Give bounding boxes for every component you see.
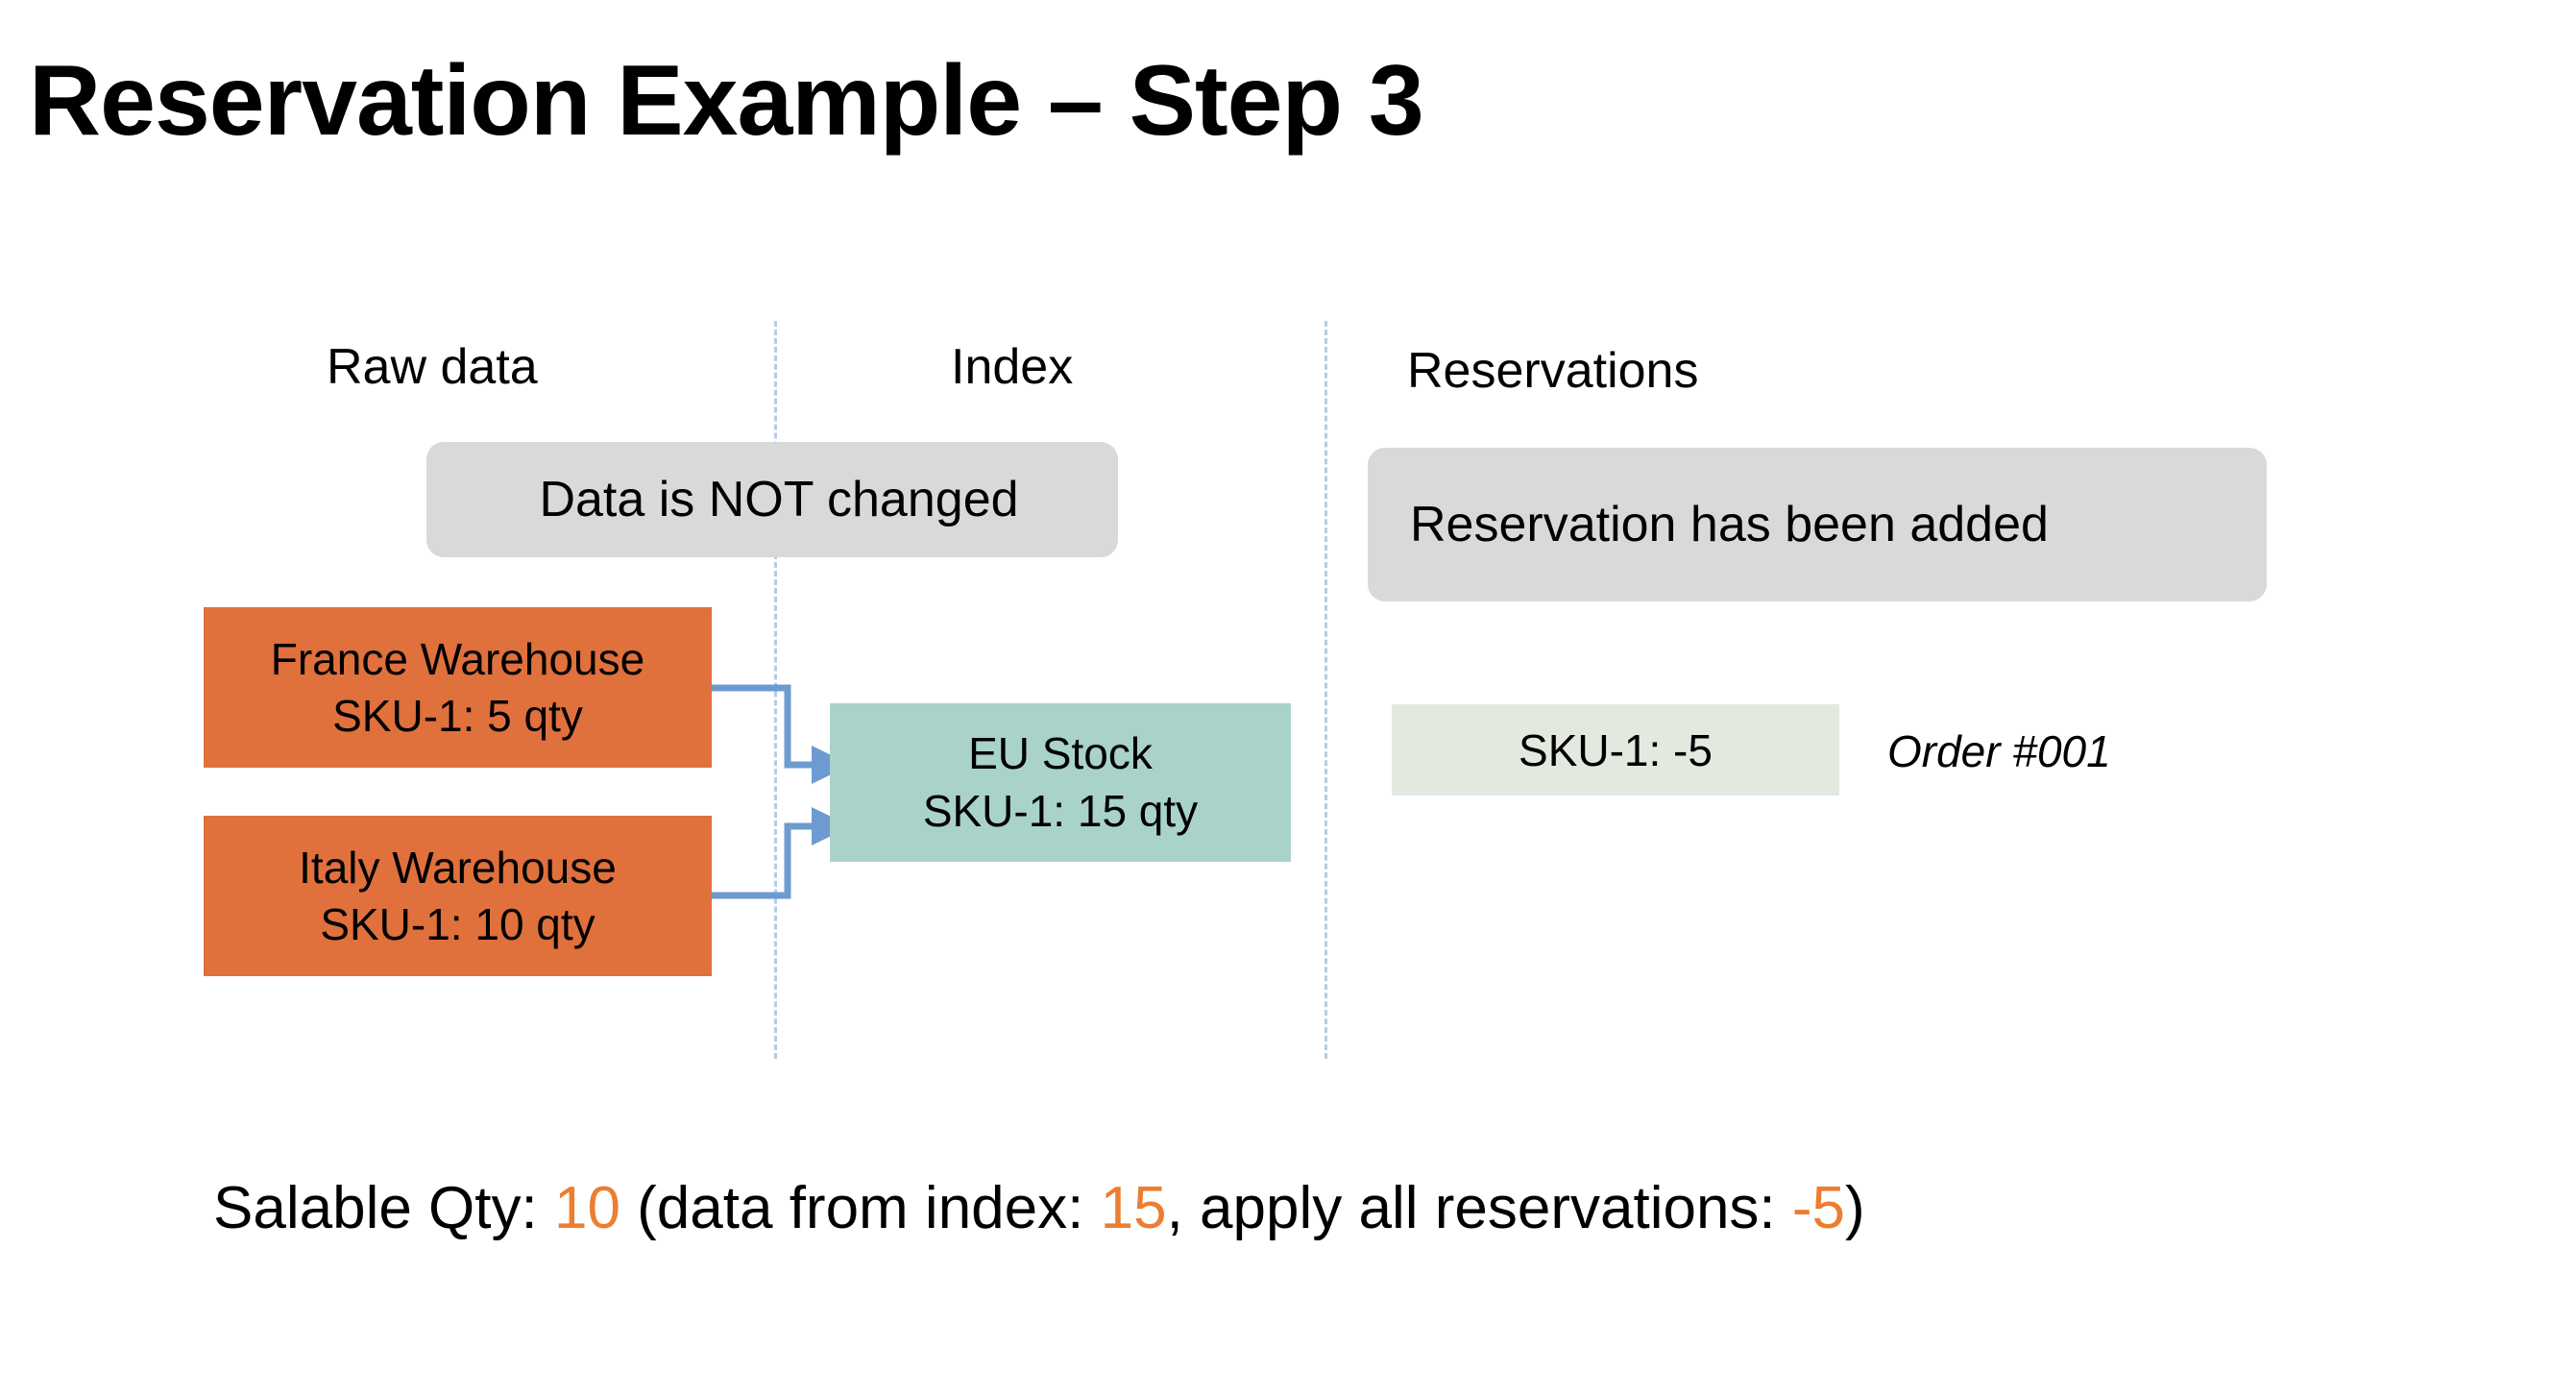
connector-italy-to-index — [712, 822, 812, 899]
summary-index-qty: 15 — [1100, 1175, 1167, 1241]
connector-france-to-index — [712, 684, 812, 769]
warehouse-name: Italy Warehouse — [299, 842, 617, 893]
summary-mid-open: (data from index: — [620, 1175, 1101, 1241]
summary-line: Salable Qty: 10 (data from index: 15, ap… — [213, 1174, 1865, 1242]
reservation-chip: SKU-1: -5 — [1392, 704, 1839, 796]
warehouse-qty: SKU-1: 10 qty — [320, 898, 595, 949]
note-badge-data-unchanged: Data is NOT changed — [426, 442, 1118, 557]
warehouse-qty: SKU-1: 5 qty — [332, 690, 583, 741]
note-badge-reservation-added: Reservation has been added — [1368, 448, 2267, 601]
raw-data-box-italy: Italy Warehouse SKU-1: 10 qty — [204, 816, 712, 976]
summary-salable-qty: 10 — [553, 1175, 620, 1241]
summary-label-salable: Salable Qty: — [213, 1175, 554, 1241]
raw-data-box-france: France Warehouse SKU-1: 5 qty — [204, 607, 712, 768]
column-divider-raw-index — [774, 321, 777, 1059]
column-header-reservations: Reservations — [1407, 343, 1699, 399]
summary-mid-reservations: , apply all reservations: — [1166, 1175, 1792, 1241]
index-box-eu-stock: EU Stock SKU-1: 15 qty — [830, 703, 1291, 862]
summary-reservation-total: -5 — [1791, 1175, 1846, 1241]
column-header-index: Index — [951, 339, 1074, 395]
column-divider-index-reservations — [1324, 321, 1327, 1059]
index-box-qty: SKU-1: 15 qty — [922, 785, 1199, 836]
reservation-order-label: Order #001 — [1887, 726, 2111, 776]
warehouse-name: France Warehouse — [270, 633, 645, 684]
index-box-name: EU Stock — [968, 727, 1153, 778]
column-header-raw-data: Raw data — [327, 339, 538, 395]
summary-close-paren: ) — [1845, 1175, 1865, 1241]
page-title: Reservation Example – Step 3 — [29, 45, 1424, 157]
